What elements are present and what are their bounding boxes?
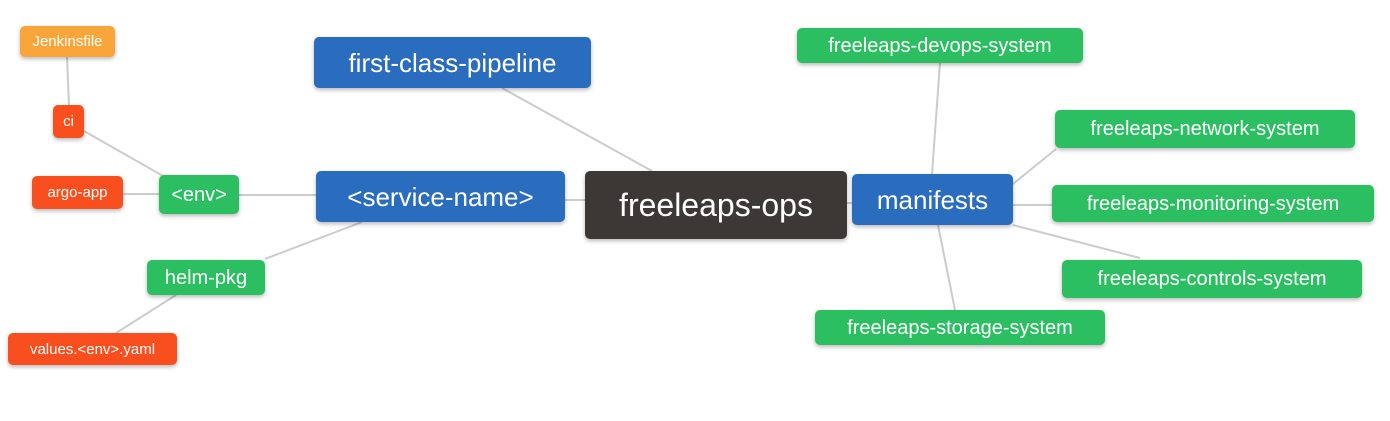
- node-freeleaps-controls-system[interactable]: freeleaps-controls-system: [1062, 260, 1362, 298]
- node-service-name-label: <service-name>: [347, 181, 534, 212]
- node-freeleaps-monitoring-system[interactable]: freeleaps-monitoring-system: [1052, 185, 1374, 222]
- node-freeleaps-network-system-label: freeleaps-network-system: [1090, 118, 1320, 140]
- node-manifests-label: manifests: [876, 184, 989, 215]
- node-ci[interactable]: ci: [53, 105, 84, 138]
- node-freeleaps-ops-label: freeleaps-ops: [619, 187, 813, 223]
- node-helm-pkg[interactable]: helm-pkg: [147, 260, 265, 295]
- edge-manifests-network-system: [1012, 148, 1057, 185]
- node-manifests[interactable]: manifests: [852, 174, 1013, 225]
- node-freeleaps-network-system[interactable]: freeleaps-network-system: [1055, 110, 1355, 148]
- node-freeleaps-monitoring-system-label: freeleaps-monitoring-system: [1086, 192, 1340, 215]
- node-jenkinsfile-label: Jenkinsfile: [32, 33, 103, 50]
- node-ci-label: ci: [63, 113, 74, 130]
- node-helm-pkg-label: helm-pkg: [164, 266, 248, 289]
- edge-ci-env: [83, 130, 164, 177]
- node-first-class-pipeline-label: first-class-pipeline: [348, 47, 557, 78]
- edge-first-class-pipeline-freeleaps-ops: [501, 87, 653, 172]
- node-first-class-pipeline[interactable]: first-class-pipeline: [314, 37, 591, 88]
- node-freeleaps-ops-root[interactable]: freeleaps-ops: [585, 171, 847, 239]
- node-service-name[interactable]: <service-name>: [316, 171, 565, 222]
- edge-manifests-devops-system: [931, 62, 941, 175]
- node-freeleaps-devops-system[interactable]: freeleaps-devops-system: [797, 28, 1083, 63]
- node-values-env-yaml-label: values.<env>.yaml: [29, 340, 156, 358]
- node-freeleaps-storage-system[interactable]: freeleaps-storage-system: [815, 310, 1105, 345]
- edge-manifests-controls-system: [1012, 224, 1141, 259]
- node-values-env-yaml[interactable]: values.<env>.yaml: [8, 333, 177, 365]
- node-freeleaps-controls-system-label: freeleaps-controls-system: [1097, 268, 1327, 290]
- node-freeleaps-devops-system-label: freeleaps-devops-system: [828, 34, 1052, 57]
- node-jenkinsfile[interactable]: Jenkinsfile: [20, 26, 115, 57]
- node-argo-app-label: argo-app: [47, 184, 108, 201]
- node-freeleaps-storage-system-label: freeleaps-storage-system: [847, 316, 1073, 339]
- edge-manifests-storage-system: [937, 224, 956, 311]
- node-env[interactable]: <env>: [159, 175, 239, 214]
- node-argo-app[interactable]: argo-app: [32, 176, 123, 209]
- edge-service-name-helm-pkg: [264, 221, 363, 260]
- node-env-label: <env>: [171, 183, 227, 206]
- edge-helm-pkg-values-env-yaml: [115, 294, 177, 334]
- edge-jenkinsfile-ci: [66, 56, 70, 106]
